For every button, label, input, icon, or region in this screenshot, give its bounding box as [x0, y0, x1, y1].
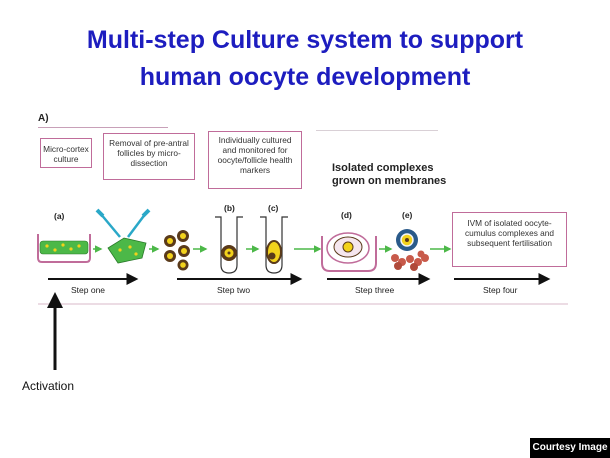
- step-four-label: Step four: [483, 285, 518, 295]
- step-two-label: Step two: [217, 285, 251, 295]
- box-removal-of-follicles: Removal of pre-antral follicles by micro…: [103, 133, 195, 180]
- step-three-label: Step three: [355, 285, 395, 295]
- activation-arrowhead: [47, 292, 63, 308]
- label-d: (d): [341, 210, 352, 220]
- divider-top-right: [316, 130, 438, 131]
- box-individually-cultured: Individually cultured and monitored for …: [208, 131, 302, 189]
- activation-label: Activation: [22, 379, 75, 393]
- panel-label: A): [38, 113, 49, 124]
- isolated-complexes-label: Isolated complexes grown on membranes: [332, 162, 447, 187]
- label-e: (e): [402, 210, 413, 220]
- title-line-1: Multi-step Culture system to support: [86, 26, 524, 54]
- label-b: (b): [224, 203, 235, 213]
- courtesy-badge: Courtesy Image: [530, 438, 610, 458]
- label-a: (a): [54, 211, 65, 221]
- label-c: (c): [268, 203, 279, 213]
- micro-cortex-dish-icon: [37, 234, 91, 263]
- box-micro-cortex-culture: Micro-cortex culture: [40, 138, 92, 168]
- slide-title: Multi-step Culture system to support hum…: [0, 22, 610, 96]
- divider-top-left: [38, 127, 168, 128]
- micro-dissection-icon: [95, 208, 151, 264]
- culture-tube-c-icon: [260, 216, 288, 274]
- follicle-cluster-icon: [164, 230, 190, 271]
- box-ivm: IVM of isolated oocyte-cumulus complexes…: [452, 212, 567, 267]
- membrane-dish-d-icon: [321, 232, 377, 272]
- culture-tube-b-icon: [215, 216, 243, 274]
- title-line-2: human oocyte development: [139, 63, 471, 91]
- step-one-label: Step one: [71, 285, 106, 295]
- oocyte-cumulus-complex-e-icon: [391, 229, 429, 271]
